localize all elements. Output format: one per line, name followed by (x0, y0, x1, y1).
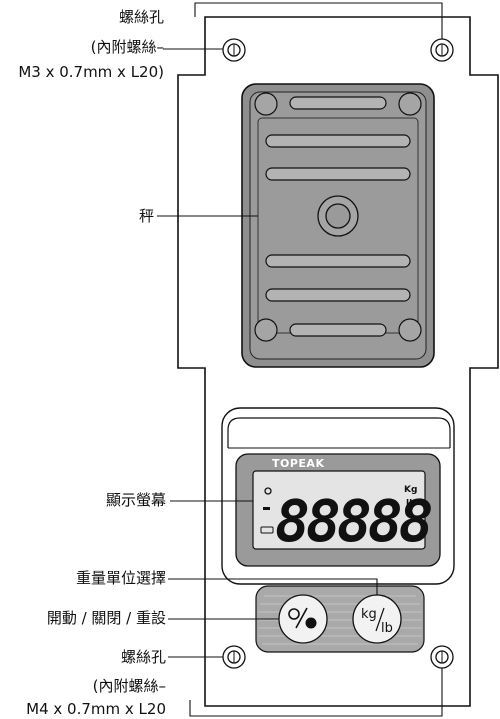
power-reset-button[interactable] (278, 594, 328, 644)
display-label: 顯示螢幕 (105, 491, 166, 509)
scale-platform (241, 83, 435, 368)
power-on-dot-icon (305, 617, 317, 629)
screw-hole-bottom-left-icon (222, 645, 246, 669)
lcd-digits: 88888 (275, 487, 432, 555)
lcd-brand: TOPEAK (272, 457, 324, 470)
unit-select-label: 重量單位選擇 (75, 569, 166, 587)
top-screw-hole-label: 螺絲孔 (118, 8, 164, 26)
top-screw-note-label: (內附螺絲– (90, 38, 164, 56)
display-housing (221, 407, 455, 585)
screw-hole-top-left-icon (222, 38, 246, 62)
unit-select-button[interactable]: kg lb (352, 594, 402, 644)
button-unit-slash-icon (375, 607, 385, 632)
lcd-battery-icon (260, 526, 274, 534)
lcd-unit-kg: Kg (404, 485, 417, 495)
lcd-minus-segment (263, 507, 270, 510)
screw-hole-bottom-right-icon (430, 645, 454, 669)
scale-label: 秤 (138, 207, 154, 225)
power-reset-label: 開動 / 關閉 / 重設 (46, 609, 166, 627)
bottom-screw-spec-label: M4 x 0.7mm x L20 (26, 700, 166, 718)
power-slash-icon (295, 607, 308, 629)
top-screw-spec-label: M3 x 0.7mm x L20) (18, 63, 164, 81)
screw-hole-top-right-icon (430, 38, 454, 62)
button-unit-kg: kg (361, 607, 377, 622)
lcd-indicator-dot (264, 487, 272, 495)
bottom-screw-note-label: (內附螺絲– (92, 677, 166, 695)
bottom-screw-hole-label: 螺絲孔 (120, 648, 166, 666)
power-off-circle-icon (288, 608, 300, 620)
leader-lines (157, 2, 443, 717)
button-unit-lb: lb (381, 621, 393, 636)
lcd-unit-lb: lb (406, 499, 416, 509)
device-body (177, 16, 499, 707)
